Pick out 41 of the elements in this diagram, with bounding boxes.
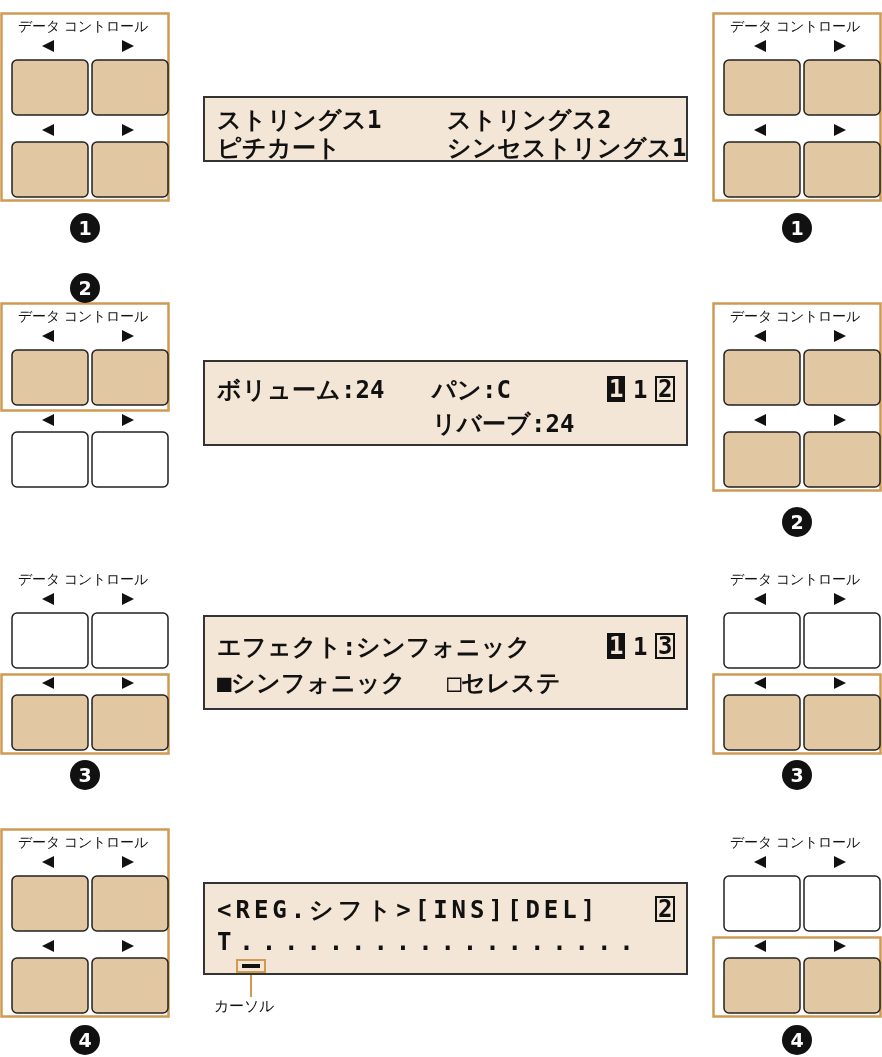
page-indicator: 2: [655, 376, 676, 402]
step-number: 3: [70, 760, 100, 790]
panel-label: データ コントロール: [18, 834, 149, 852]
cursor-box: [236, 959, 266, 973]
panel-label: データ コントロール: [730, 834, 861, 852]
callout-label: カーソル: [214, 997, 274, 1015]
step-number: 1: [782, 213, 812, 243]
lcd-display: [203, 360, 688, 446]
display-text: ストリングス1: [217, 106, 382, 134]
page-indicator: 1: [607, 376, 626, 402]
panel-label: データ コントロール: [18, 308, 149, 326]
display-text: ボリューム:24: [217, 376, 385, 404]
display-text: ピチカート: [217, 134, 341, 162]
page-indicator: 2: [655, 896, 676, 922]
display-text: ■シンフォニック: [217, 669, 407, 697]
panel-label: データ コントロール: [18, 18, 149, 36]
step-number: 2: [782, 507, 812, 537]
lcd-display: [203, 882, 688, 975]
lcd-display: [203, 615, 688, 710]
panel-label: データ コントロール: [730, 308, 861, 326]
display-text: パン:C: [432, 376, 511, 404]
page-indicator: 3: [655, 633, 676, 659]
lcd-display: [203, 96, 688, 162]
step-number: 1: [70, 213, 100, 243]
display-text: 1: [633, 376, 648, 404]
display-text: □セレステ: [447, 669, 562, 697]
display-text: T..................: [217, 928, 642, 956]
display-text: リバーブ:24: [432, 410, 575, 438]
step-number: 3: [782, 760, 812, 790]
panel-label: データ コントロール: [18, 571, 149, 589]
page-indicator: 1: [607, 633, 626, 659]
display-text: ストリングス2: [447, 106, 612, 134]
display-text: シンセストリングス1: [447, 134, 687, 162]
step-number: 4: [782, 1025, 812, 1055]
step-number: 2: [70, 273, 100, 303]
panel-label: データ コントロール: [730, 571, 861, 589]
display-text: エフェクト:シンフォニック: [217, 633, 532, 661]
panel-label: データ コントロール: [730, 18, 861, 36]
display-text: <REG.シフト>[INS][DEL]: [217, 896, 600, 924]
step-number: 4: [70, 1025, 100, 1055]
display-text: 1: [633, 633, 648, 661]
